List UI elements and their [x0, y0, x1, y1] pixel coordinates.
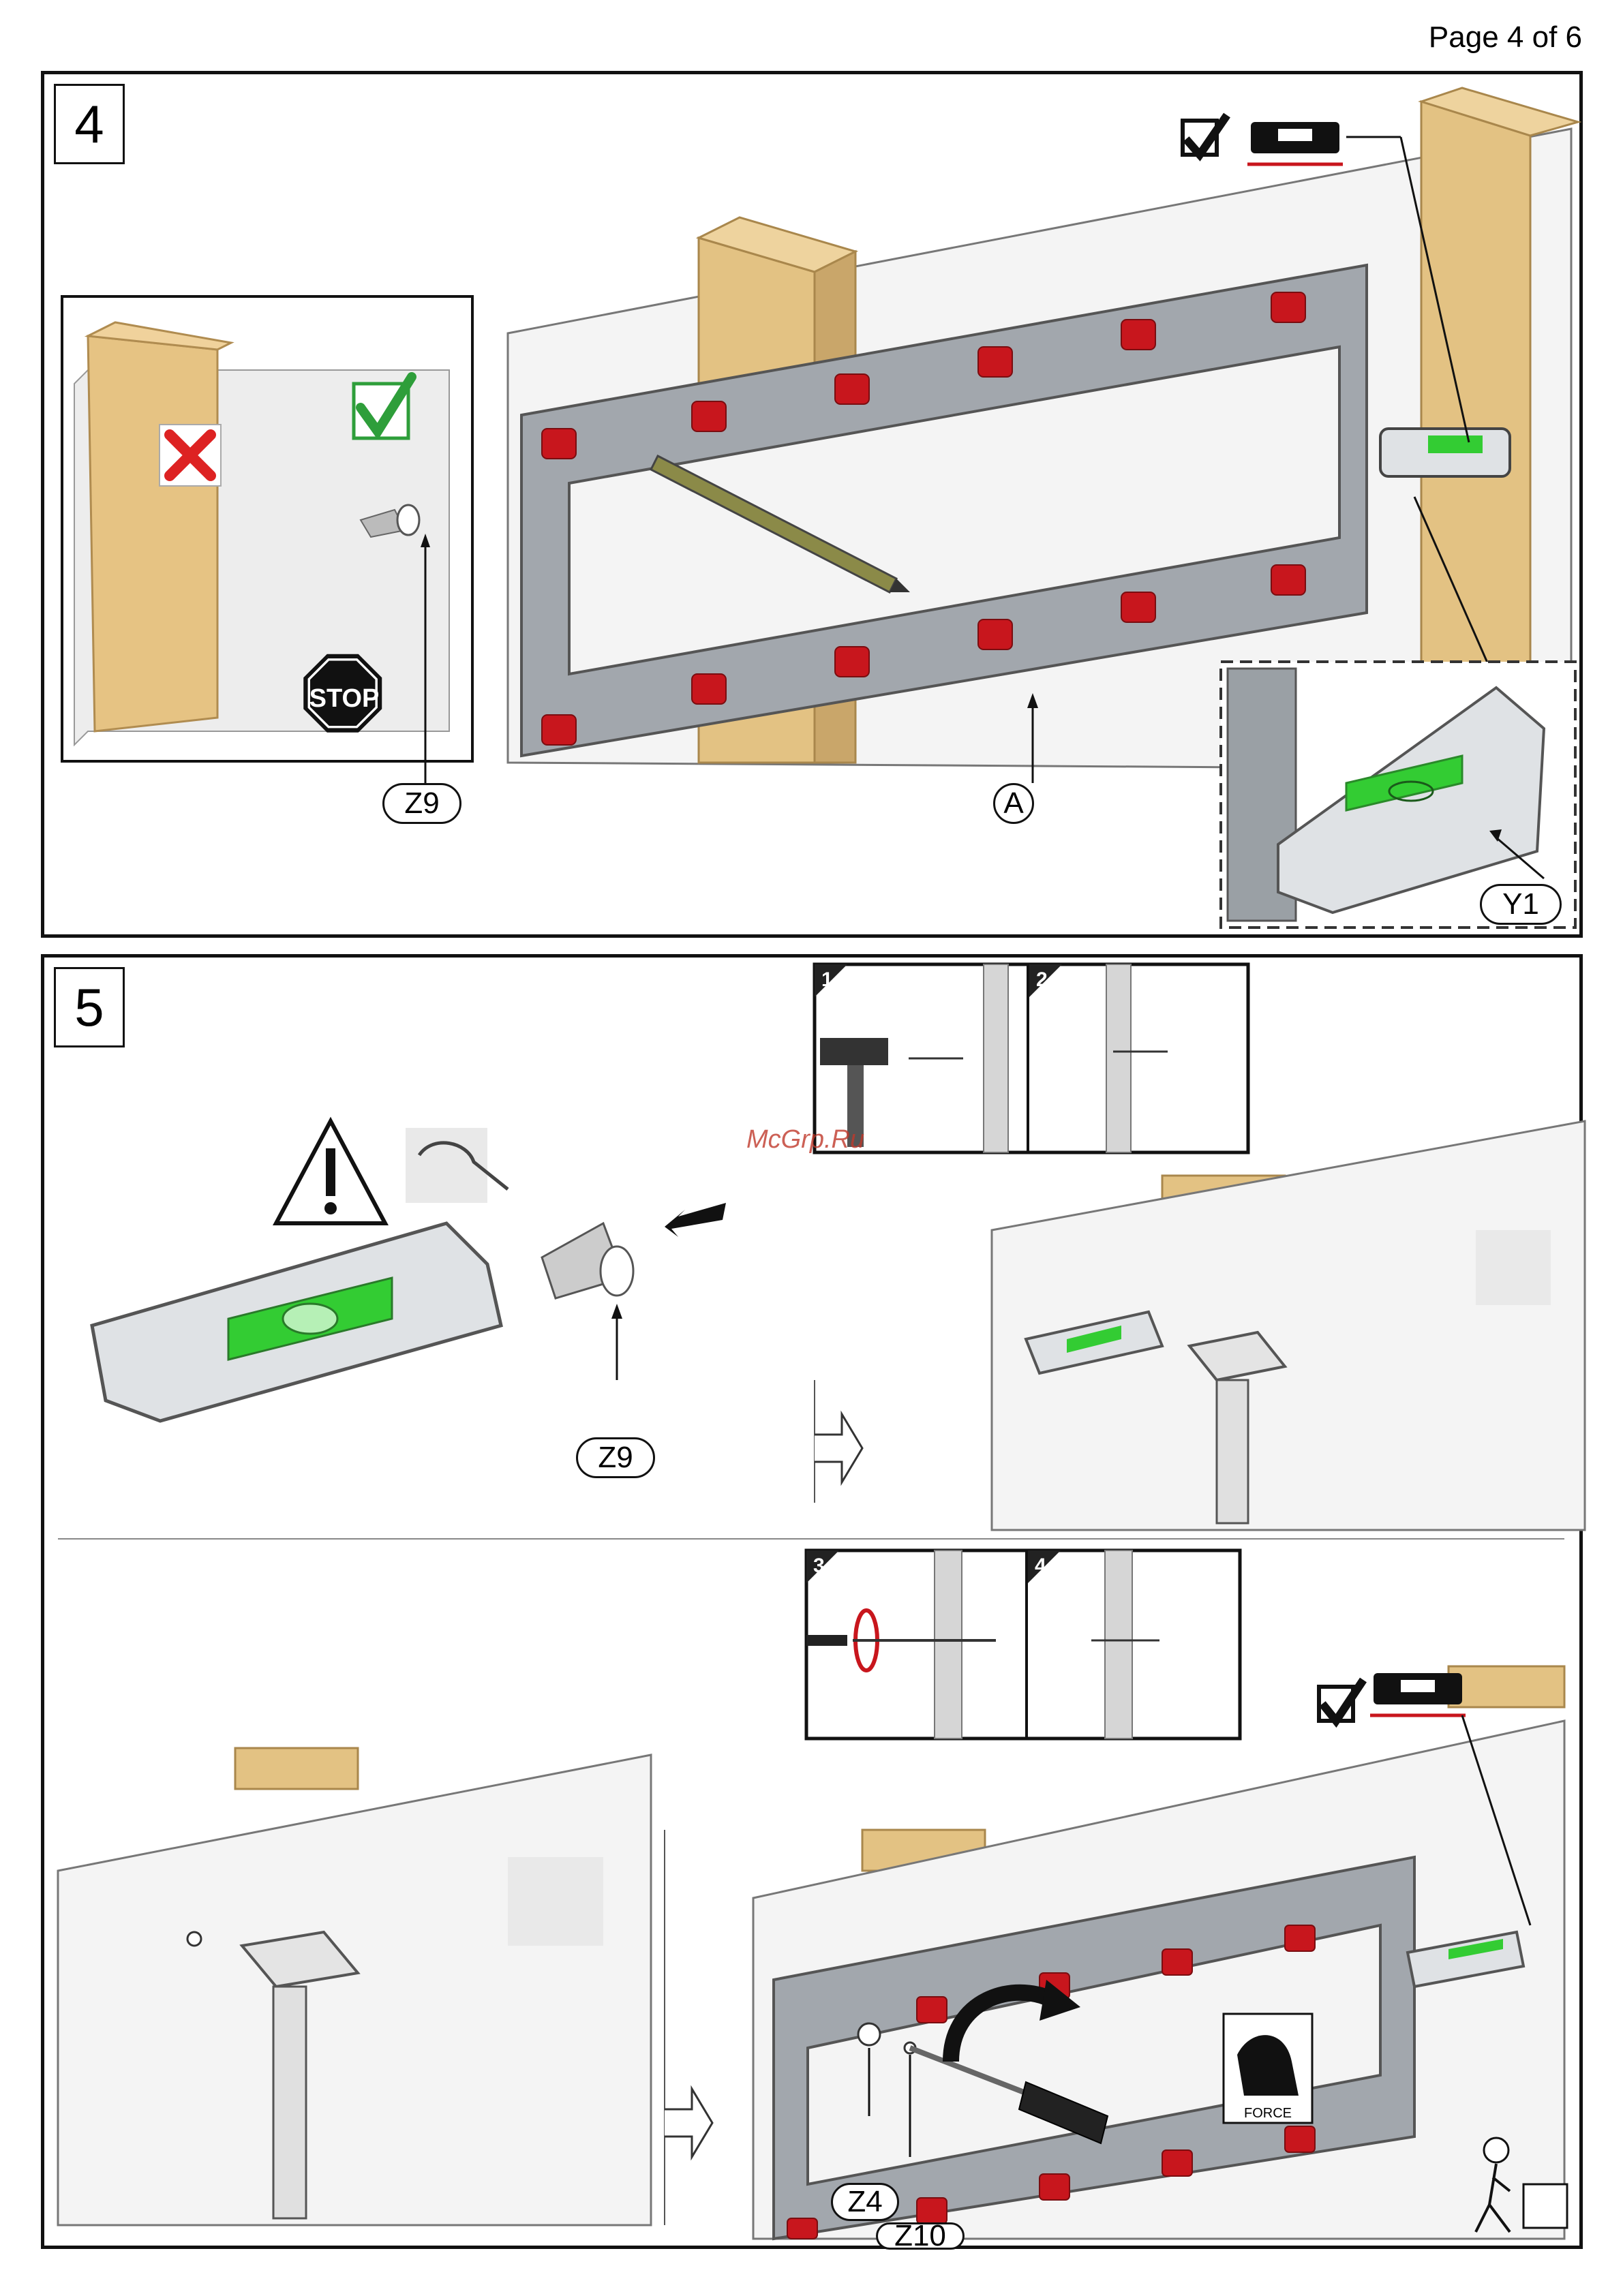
step-4-number: 4 [54, 84, 125, 164]
level-badge-icon [1370, 1673, 1466, 1715]
anchor-icon [542, 1223, 633, 1298]
wall-bracket-illustration [494, 74, 1585, 940]
step-4-panel: 4 STOP Z9 [41, 71, 1583, 938]
bracket-mount-scene: FORCE [726, 1557, 1571, 2246]
section-divider [58, 1538, 1564, 1540]
pointing-hand-icon [1476, 1230, 1551, 1305]
spirit-level-icon [92, 1223, 501, 1421]
stud-warning-inset: STOP [61, 295, 474, 763]
level-badge-icon [1247, 122, 1343, 164]
checkbox-checked-icon [1183, 115, 1227, 155]
force-label: FORCE [1244, 2106, 1292, 2121]
wall-hammer-scene-2 [58, 1721, 740, 2239]
callout-z4: Z4 [831, 2183, 899, 2221]
warning-triangle-icon [276, 1121, 385, 1223]
callout-y1: Y1 [1480, 884, 1562, 925]
wall-hammer-scene [808, 1121, 1585, 1530]
washer-icon [858, 2023, 880, 2045]
stop-sign-label: STOP [309, 684, 380, 713]
callout-z10: Z10 [876, 2222, 965, 2250]
spirit-level-icon [1380, 429, 1510, 476]
step-5-panel: 5 Z9 1 2 [41, 954, 1583, 2249]
step-5-number: 5 [54, 967, 125, 1047]
mini-step-2: 2 [1036, 968, 1048, 991]
arrow-left-icon [665, 1203, 726, 1237]
warning-anchor-illustration [65, 1107, 760, 1489]
callout-z9-step4: Z9 [382, 783, 461, 824]
check-mark-icon [354, 377, 412, 438]
callout-z9-step5: Z9 [576, 1437, 655, 1478]
x-mark-icon [160, 425, 221, 486]
callout-a: A [993, 783, 1034, 824]
checkbox-checked-icon [1319, 1680, 1363, 1721]
pointing-hand-icon [508, 1857, 603, 1946]
pointing-hand-icon [406, 1128, 508, 1203]
page-number: Page 4 of 6 [1429, 20, 1582, 55]
mini-step-1: 1 [821, 968, 833, 991]
watermark-text: McGrp.Ru [746, 1125, 864, 1154]
